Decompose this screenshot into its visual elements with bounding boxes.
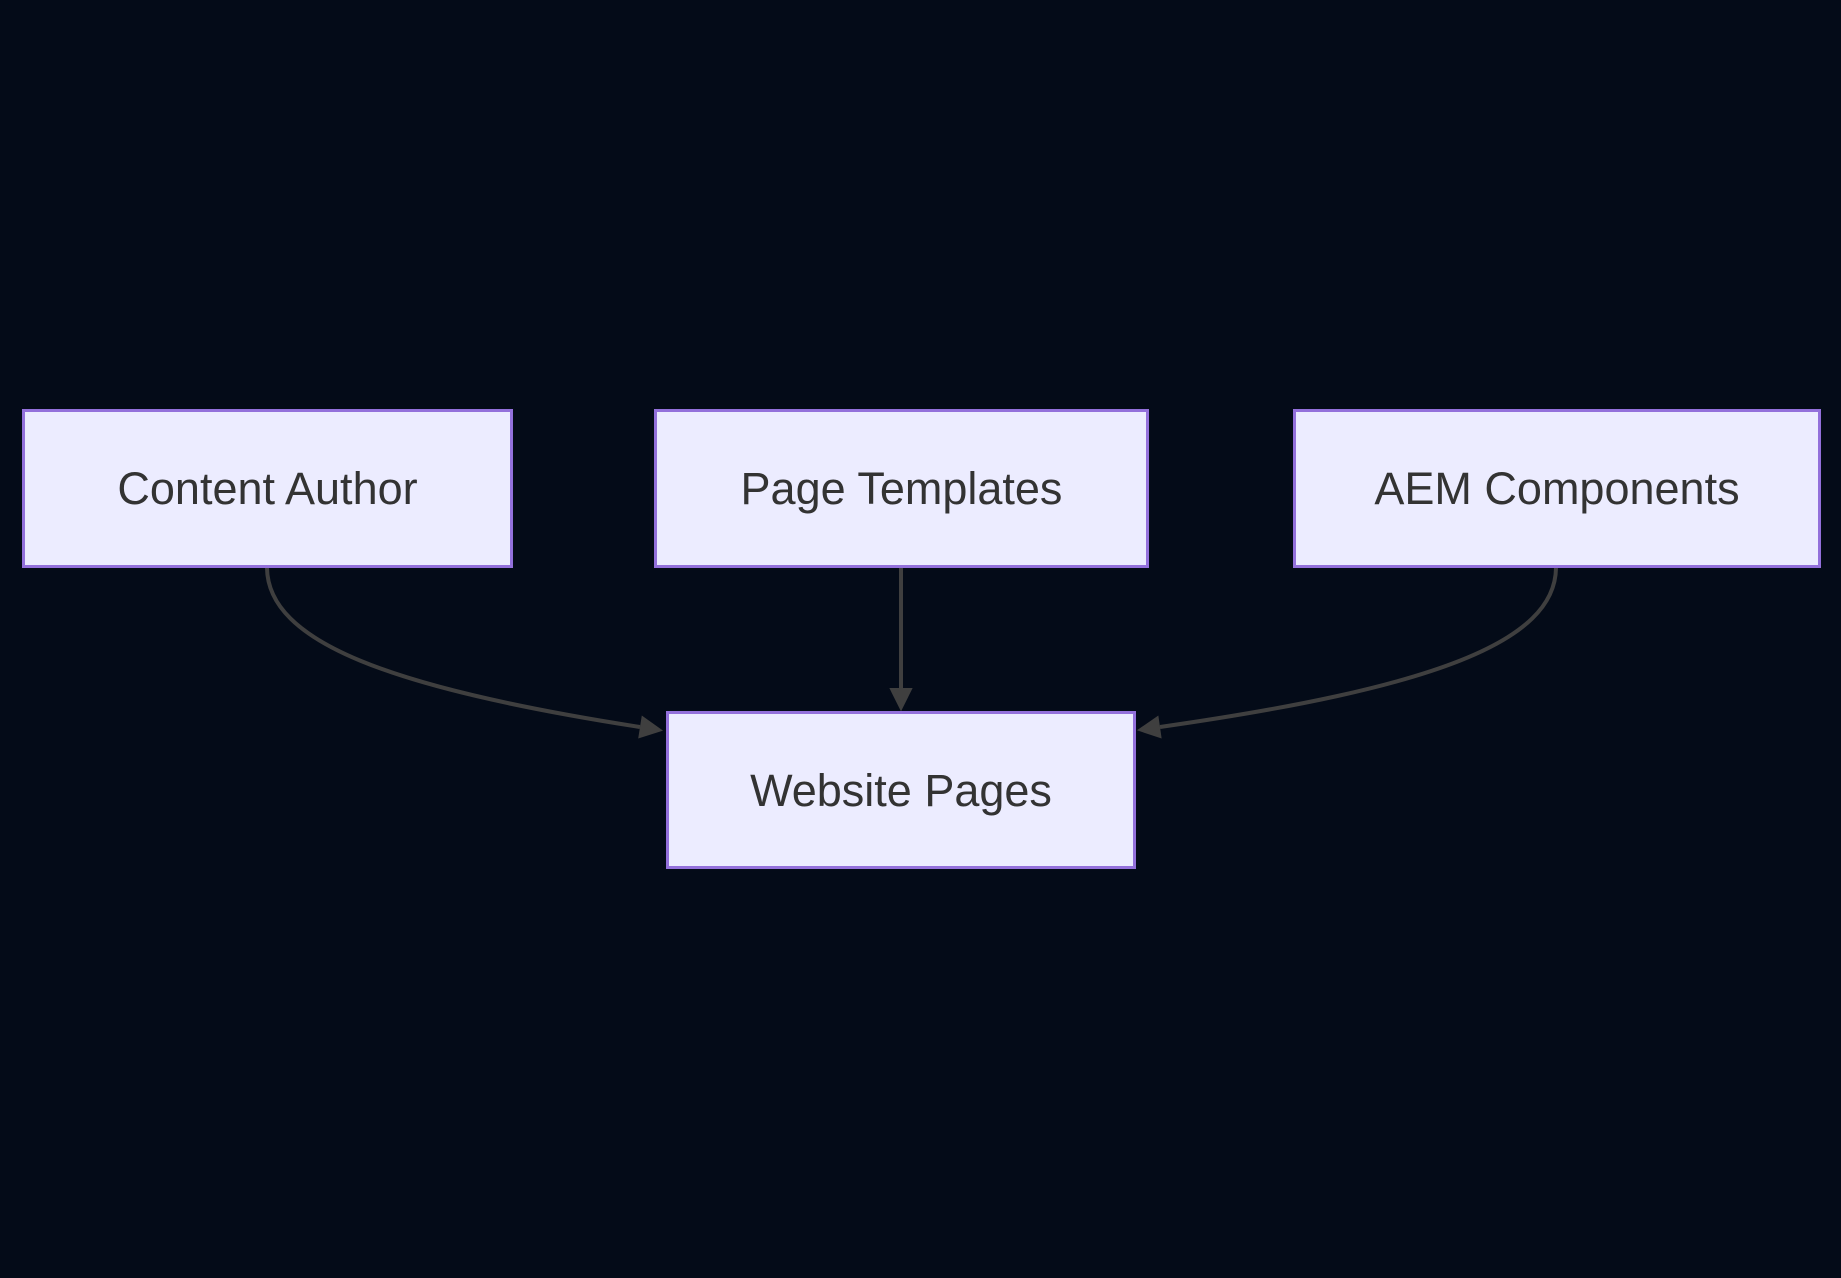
edge-aem-components-to-website-pages — [1136, 567, 1558, 739]
node-page-templates: Page Templates — [654, 409, 1149, 568]
node-content-author-label: Content Author — [117, 463, 418, 514]
edge-content-author-to-website-pages — [265, 567, 664, 739]
node-website-pages-label: Website Pages — [750, 764, 1052, 816]
node-page-templates-label: Page Templates — [740, 463, 1063, 514]
node-aem-components-label: AEM Components — [1374, 463, 1740, 514]
node-website-pages: Website Pages — [666, 711, 1136, 869]
node-aem-components: AEM Components — [1293, 409, 1821, 568]
node-content-author: Content Author — [22, 409, 513, 568]
